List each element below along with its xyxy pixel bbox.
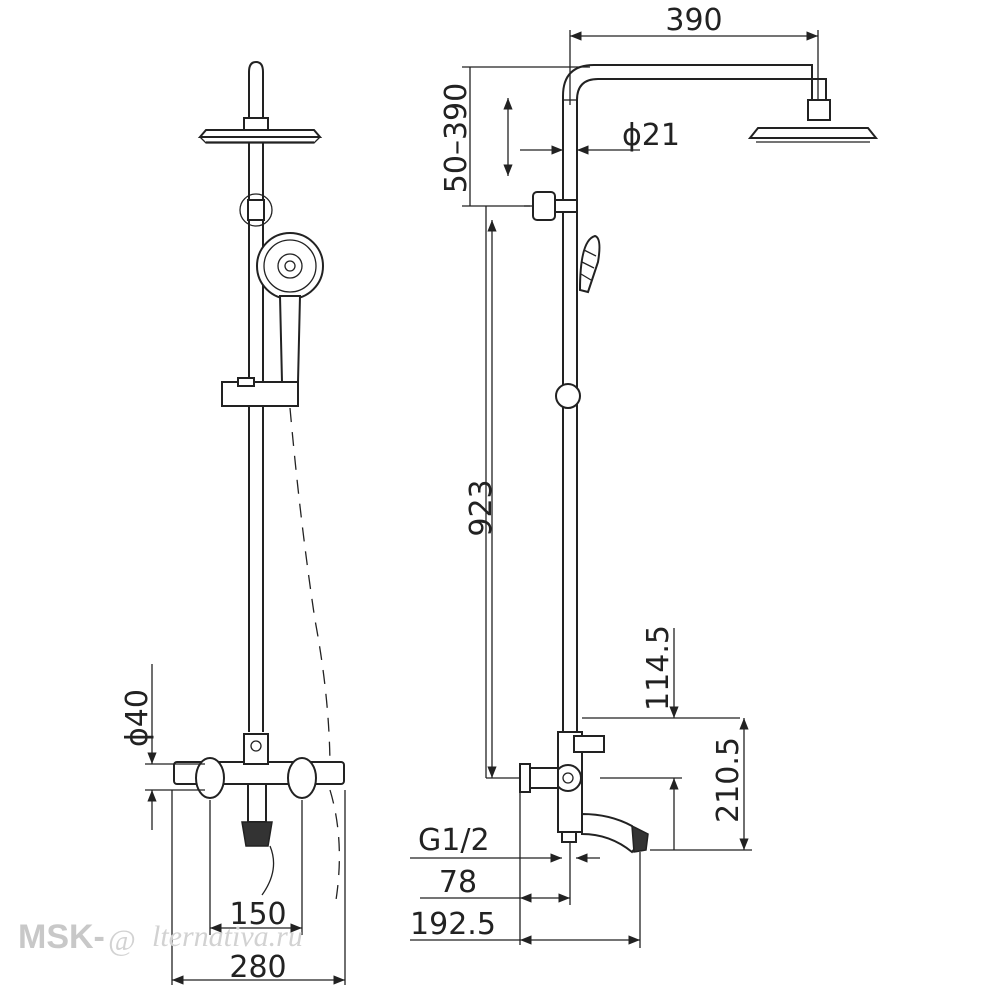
dim-height-adjust: 50–390 <box>439 83 474 193</box>
dim-thread-g12: G1/2 <box>418 823 490 858</box>
side-dimensions: 390 50–390 ϕ21 923 114.5 210.5 G1/2 <box>410 3 819 948</box>
watermark-script: lternativa.ru <box>152 920 303 953</box>
riser-bar <box>248 143 264 732</box>
side-wall-bracket <box>524 191 578 221</box>
hose <box>289 407 331 771</box>
dim-114-5: 114.5 <box>641 625 676 711</box>
dim-210-5: 210.5 <box>711 737 746 823</box>
dim-280: 280 <box>229 950 286 985</box>
thermostatic-mixer <box>173 733 345 847</box>
side-hand-shower <box>578 234 601 294</box>
slider-holder <box>221 377 299 407</box>
side-rain-head <box>747 99 879 143</box>
wall-bracket <box>239 193 273 227</box>
front-view <box>173 60 345 901</box>
dim-diameter-21: ϕ21 <box>622 118 680 153</box>
watermark: MSK- @ lternativa.ru <box>18 918 303 957</box>
dim-390: 390 <box>665 3 722 38</box>
watermark-at: @ <box>108 924 136 957</box>
dim-192-5: 192.5 <box>410 907 496 942</box>
side-riser-and-arm <box>562 64 827 732</box>
watermark-brand: MSK- <box>18 918 105 956</box>
dim-923: 923 <box>464 479 499 536</box>
side-slider-knob <box>555 383 581 409</box>
dim-78: 78 <box>439 865 477 900</box>
rain-shower-head <box>197 129 323 144</box>
side-mixer <box>519 731 649 854</box>
front-dimensions: ϕ40 150 280 <box>120 664 346 985</box>
side-view <box>519 64 879 854</box>
hand-shower <box>256 232 324 383</box>
dim-diameter-40: ϕ40 <box>120 689 155 747</box>
dim-150: 150 <box>229 897 286 932</box>
